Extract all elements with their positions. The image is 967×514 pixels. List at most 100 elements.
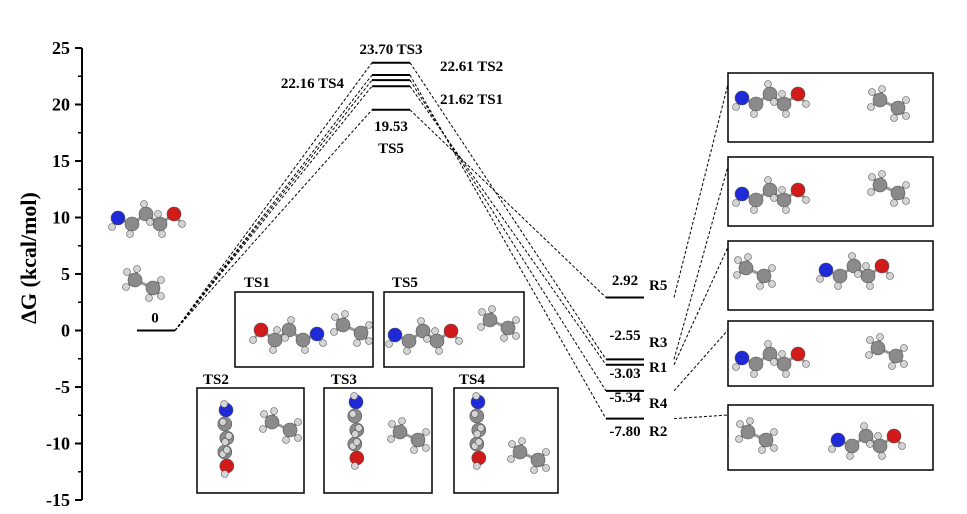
- atom-H: [878, 85, 886, 93]
- atom-C: [776, 192, 792, 208]
- atom-H: [768, 280, 776, 288]
- atom-C: [410, 432, 426, 448]
- atom-H: [431, 327, 439, 335]
- atom-H: [764, 340, 772, 348]
- atom-H: [898, 442, 906, 450]
- atom-C: [282, 422, 298, 438]
- atom-H: [770, 428, 778, 436]
- atom-C: [267, 332, 283, 348]
- atom-H: [301, 346, 309, 354]
- reactant-to-TS5: [174, 109, 373, 331]
- product-box-R5: [727, 72, 934, 143]
- atom-H: [435, 347, 443, 355]
- atom-H: [770, 358, 778, 366]
- atom-C: [512, 444, 528, 460]
- atom-H: [281, 334, 289, 342]
- atom-H: [542, 464, 550, 472]
- atom-C: [748, 96, 764, 112]
- atom-H: [422, 444, 430, 452]
- product-to-box-R2: [673, 414, 729, 420]
- structure-box-TS3: [323, 387, 433, 494]
- atom-C: [740, 424, 756, 440]
- product-box-R3: [727, 156, 934, 227]
- atom-H: [126, 230, 134, 238]
- atom-H: [365, 321, 373, 329]
- atom-H: [365, 337, 373, 345]
- atom-C: [872, 92, 888, 108]
- atom-H: [351, 462, 359, 470]
- atom-H: [865, 351, 873, 359]
- atom-C: [776, 96, 792, 112]
- atom-H: [902, 96, 910, 104]
- atom-H: [350, 392, 358, 400]
- atom-H: [542, 448, 550, 456]
- atom-H: [477, 323, 485, 331]
- atom-H: [474, 438, 483, 446]
- reactant-to-TS2: [174, 74, 373, 331]
- structure-box-label-TS4: TS4: [459, 372, 485, 388]
- atom-H: [732, 363, 740, 371]
- atom-H: [354, 424, 363, 432]
- atom-C: [127, 272, 143, 288]
- y-tick-label: 15: [52, 151, 70, 171]
- atom-H: [876, 333, 884, 341]
- atom-H: [145, 294, 153, 302]
- atom-H: [270, 407, 278, 415]
- ts5-ethane: [477, 305, 520, 342]
- r1-aminopropanol: [816, 252, 894, 290]
- ts5-aminopropanol: [385, 317, 463, 355]
- ts1-aminopropanol: [249, 316, 327, 354]
- atom-O: [790, 86, 806, 102]
- atom-H: [878, 452, 886, 460]
- atom-H: [140, 200, 148, 208]
- atom-H: [319, 339, 327, 347]
- atom-H: [816, 275, 824, 283]
- y-tick-label: 25: [52, 38, 70, 58]
- atom-H: [890, 114, 898, 122]
- product-value-R2: -7.80: [609, 424, 640, 440]
- atom-H: [764, 176, 772, 184]
- product-name-R2: R2: [649, 424, 667, 440]
- reactant-aminopropanol: [108, 200, 186, 238]
- r5-ethane: [867, 85, 910, 122]
- atom-H: [782, 370, 790, 378]
- atom-H: [854, 270, 862, 278]
- product-to-box-R1: [673, 246, 729, 365]
- atom-H: [157, 292, 165, 300]
- ts1-ethane: [330, 310, 373, 347]
- product-to-box-R3: [673, 165, 729, 360]
- atom-H: [455, 337, 463, 345]
- atom-H: [269, 346, 277, 354]
- atom-C: [748, 356, 764, 372]
- atom-H: [221, 438, 229, 446]
- structure-box-TS1: [234, 291, 374, 368]
- reactant-to-TS3: [174, 62, 373, 331]
- product-value-R1: -3.03: [609, 366, 640, 382]
- atom-C: [264, 414, 280, 430]
- atom-H: [473, 430, 481, 438]
- product-name-R3: R3: [649, 335, 667, 351]
- r5-aminopropanol: [732, 80, 810, 118]
- atom-H: [764, 80, 772, 88]
- atom-C: [870, 340, 886, 356]
- atom-H: [472, 392, 480, 400]
- atom-C: [530, 452, 546, 468]
- atom-H: [423, 335, 431, 343]
- atom-H: [471, 410, 479, 418]
- y-tick-label: -15: [46, 490, 70, 510]
- atom-H: [133, 265, 141, 273]
- atom-H: [733, 271, 741, 279]
- atom-O: [166, 206, 182, 222]
- ts-label-TS5-name: TS5: [378, 141, 404, 157]
- r1-ethane: [733, 253, 776, 290]
- atom-H: [417, 317, 425, 325]
- atom-H: [758, 446, 766, 454]
- atom-H: [224, 432, 233, 440]
- atom-H: [868, 173, 876, 181]
- atom-C: [335, 317, 351, 333]
- product-box-R2: [727, 404, 934, 471]
